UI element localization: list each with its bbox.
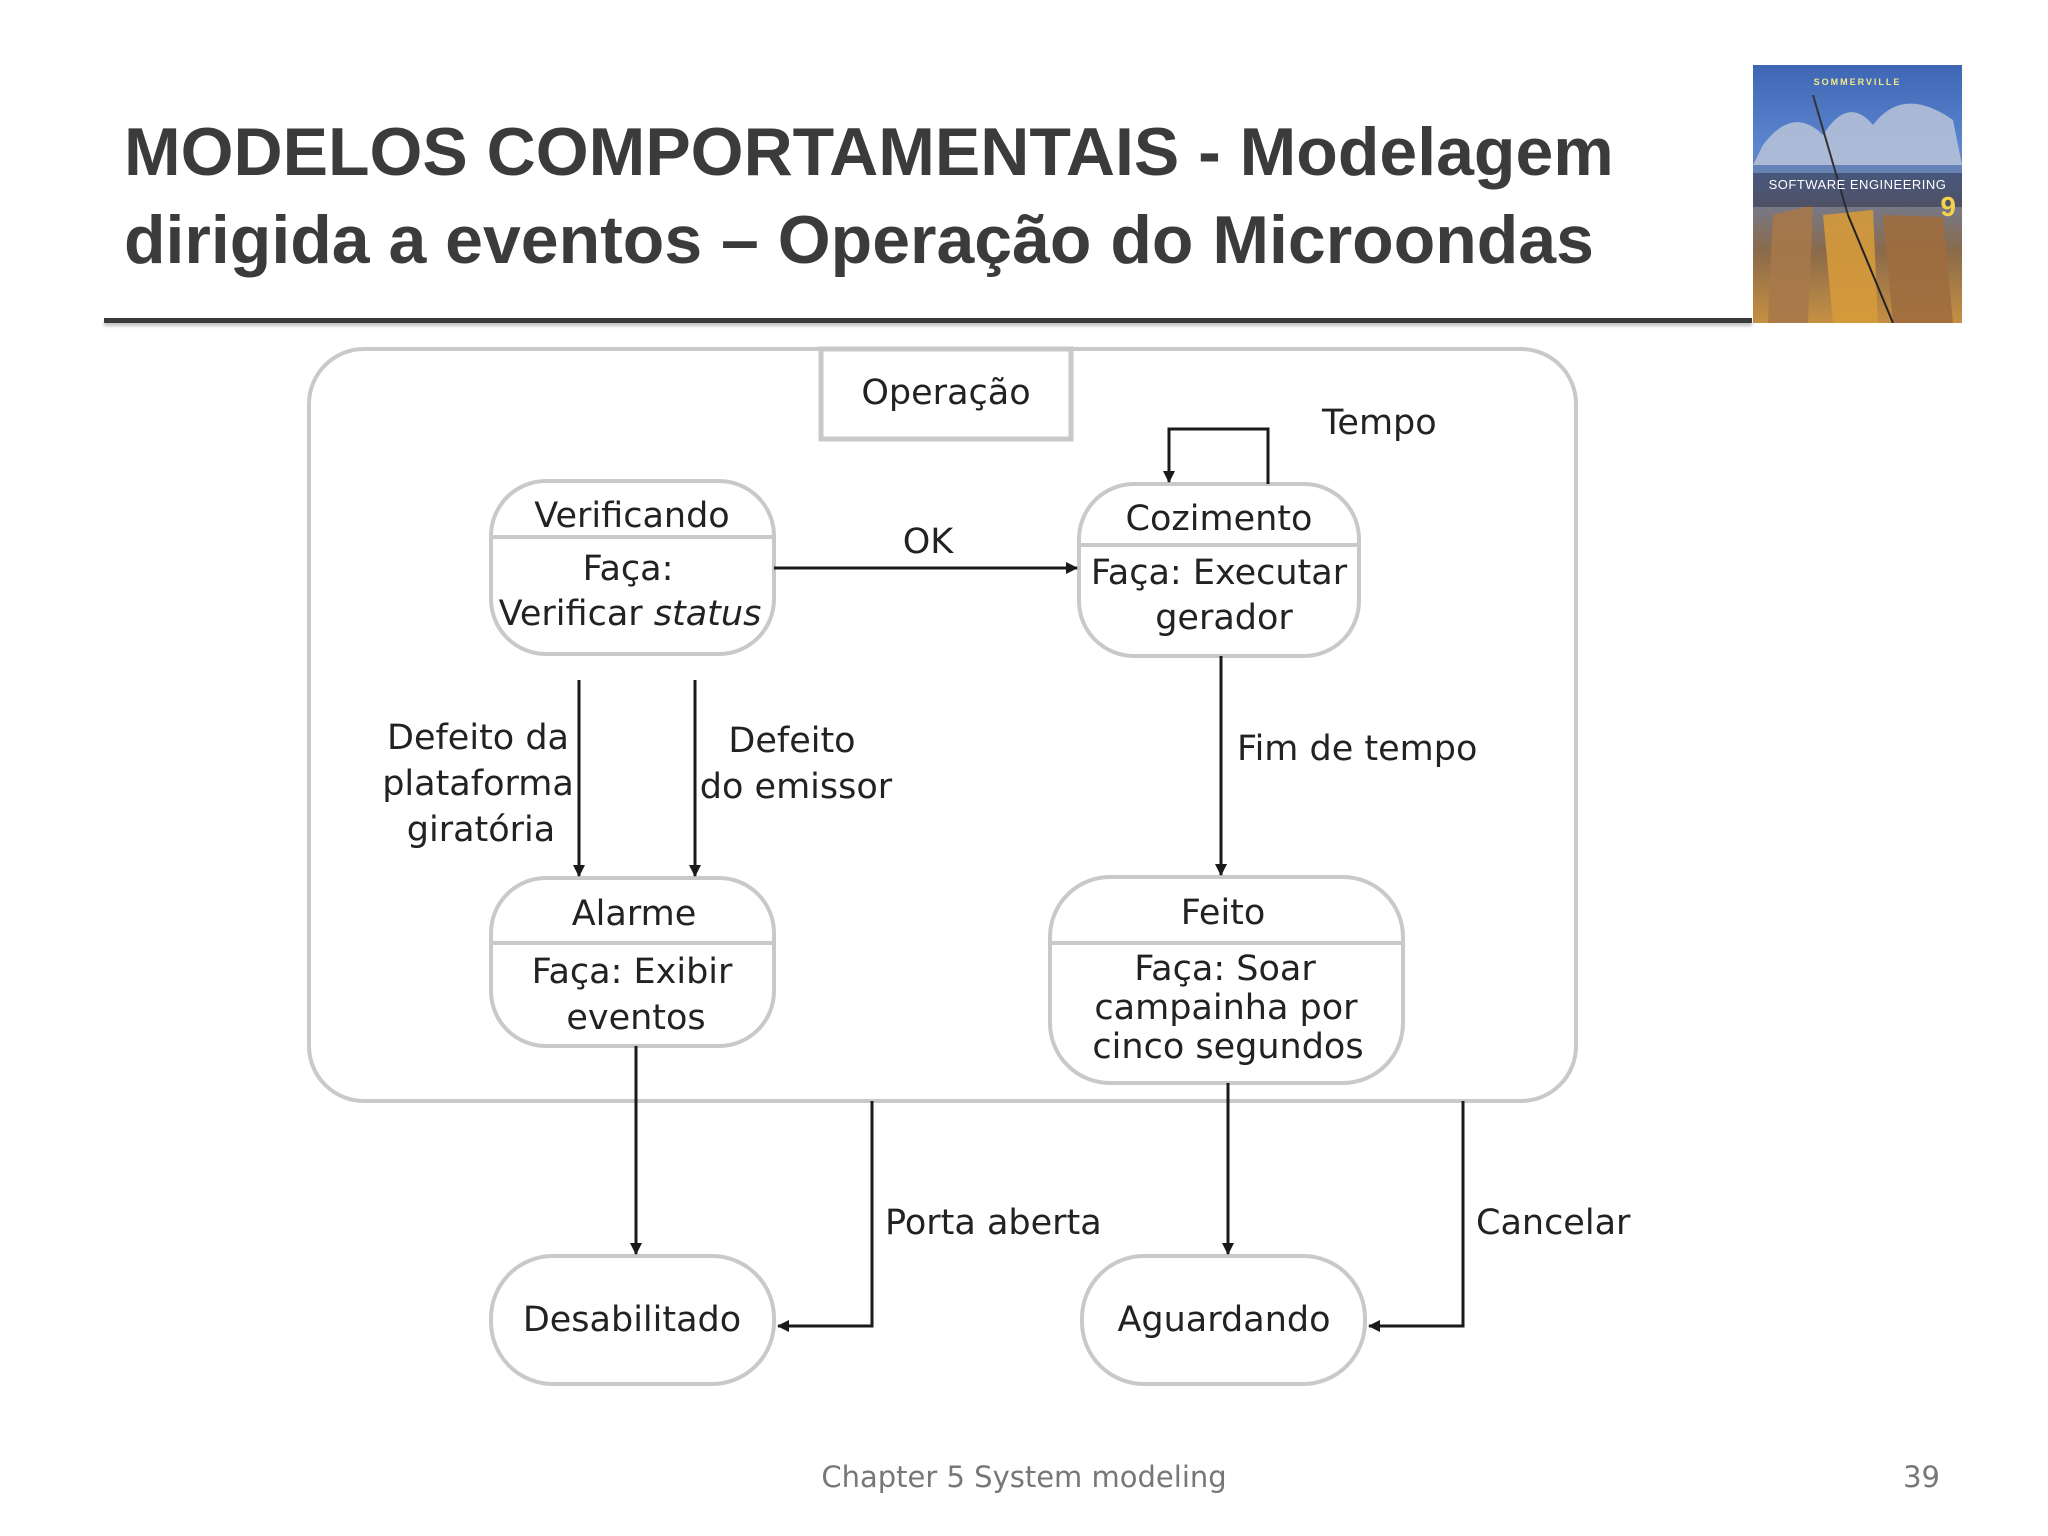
superstate-label: Operação [861,373,1030,413]
page-number: 39 [1903,1460,1940,1494]
state-alarme: Alarme Faça: Exibir eventos [489,876,776,1048]
transition-ok-label: OK [903,522,955,562]
state-alarme-action-1: Faça: Exibir [532,952,733,992]
state-verificando: Verificando Faça: Verificar status [489,479,776,656]
slide-footer: Chapter 5 System modeling [821,1460,1227,1494]
transition-cancelar-label: Cancelar [1476,1203,1631,1243]
state-feito: Feito Faça: Soar campainha por cinco seg… [1048,875,1405,1085]
state-feito-name: Feito [1181,893,1266,933]
state-alarme-name: Alarme [572,894,697,934]
transition-defeito-plataforma-line-3: giratória [407,810,555,850]
state-verificando-name: Verificando [534,496,729,536]
cover-title-band [1753,173,1962,207]
cover-title: SOFTWARE ENGINEERING [1768,177,1947,192]
state-feito-action-1: Faça: Soar [1134,949,1316,989]
state-cozimento-name: Cozimento [1126,499,1313,539]
transition-cancelar-arrow [1368,1101,1465,1332]
state-feito-action-2: campainha por [1094,988,1358,1028]
book-cover-logo: SOMMERVILLE SOFTWARE ENGINEERING 9 [1753,65,1962,323]
state-desabilitado-name: Desabilitado [523,1300,741,1340]
transition-fim-de-tempo-label: Fim de tempo [1237,729,1477,769]
state-cozimento: Cozimento Faça: Executar gerador [1077,482,1361,658]
cover-artwork [1753,94,1962,323]
state-verificando-action-2-prefix: Verificar [499,594,654,634]
state-aguardando-name: Aguardando [1117,1300,1330,1340]
transition-defeito-emissor-line-2: do emissor [700,767,893,807]
state-alarme-action-2: eventos [566,998,705,1038]
state-feito-action-3: cinco segundos [1092,1027,1363,1067]
state-verificando-action-2-italic: status [654,594,762,634]
transition-tempo-label: Tempo [1321,403,1437,443]
slide-title: MODELOS COMPORTAMENTAIS - Modelagem diri… [124,114,1614,278]
transition-tempo-arrow [1163,427,1270,484]
title-divider [104,318,1752,323]
state-desabilitado: Desabilitado [489,1254,776,1386]
transition-porta-aberta-arrow [777,1101,874,1332]
state-verificando-action-2: Verificar status [499,594,762,634]
state-verificando-action-1: Faça: [583,549,674,589]
state-cozimento-action-1: Faça: Executar [1091,553,1348,593]
superstate-label-box [818,346,1074,442]
transition-defeito-emissor-line-1: Defeito [728,721,855,761]
state-aguardando: Aguardando [1080,1254,1367,1386]
transition-defeito-plataforma-line-1: Defeito da [387,718,569,758]
cover-edition: 9 [1940,191,1956,222]
state-cozimento-action-2: gerador [1155,598,1293,638]
cover-author: SOMMERVILLE [1813,77,1902,87]
transition-porta-aberta-label: Porta aberta [885,1203,1102,1243]
transition-defeito-plataforma-line-2: plataforma [382,764,574,804]
